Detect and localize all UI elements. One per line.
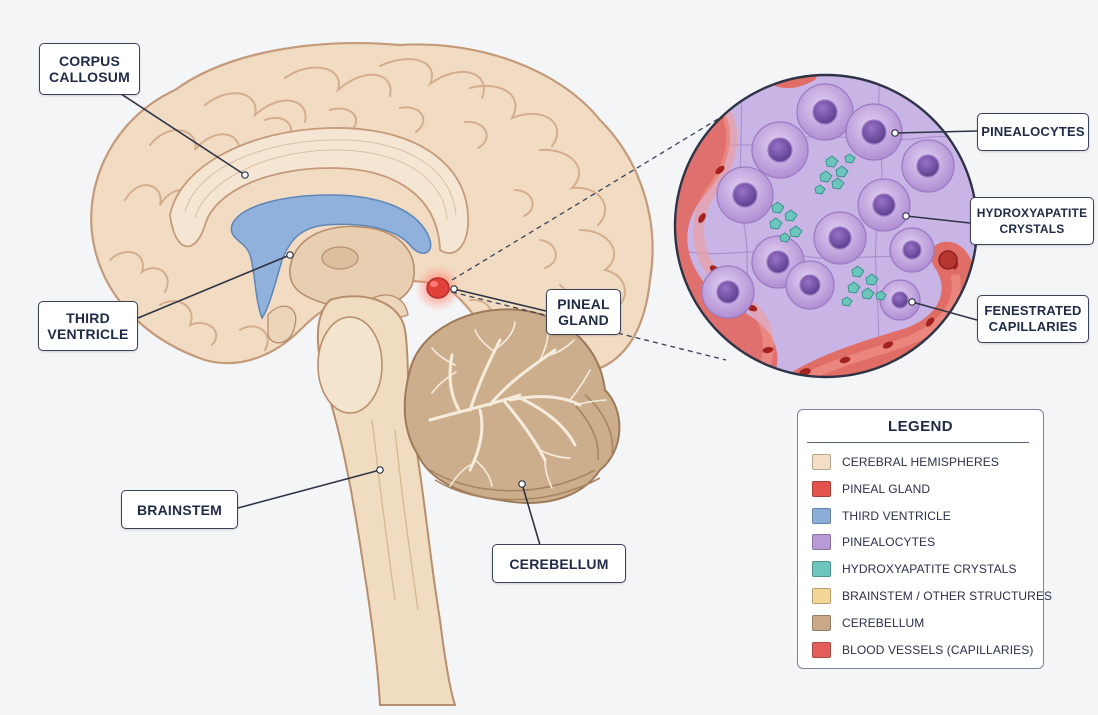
label-hydroxyapatite-crystals: HYDROXYAPATITE CRYSTALS <box>970 197 1094 245</box>
legend-item: PINEALOCYTES <box>812 533 935 551</box>
label-fenestrated-capillaries: FENESTRATED CAPILLARIES <box>977 295 1089 343</box>
legend-item: PINEAL GLAND <box>812 480 930 498</box>
legend-label: PINEAL GLAND <box>842 482 930 496</box>
label-text: CORPUS <box>59 53 120 69</box>
label-text: CEREBELLUM <box>509 556 608 572</box>
legend-label: THIRD VENTRICLE <box>842 509 951 523</box>
legend-swatch <box>812 454 831 470</box>
label-text: CALLOSUM <box>49 69 130 85</box>
legend-swatch <box>812 642 831 658</box>
label-corpus-callosum: CORPUS CALLOSUM <box>39 43 140 95</box>
label-text: HYDROXYAPATITE <box>977 205 1088 221</box>
label-brainstem: BRAINSTEM <box>121 490 238 529</box>
label-cerebellum: CEREBELLUM <box>492 544 626 583</box>
legend-title: LEGEND <box>798 418 1043 435</box>
legend-swatch <box>812 508 831 524</box>
legend-divider <box>807 442 1029 443</box>
legend-swatch <box>812 615 831 631</box>
legend-item: BLOOD VESSELS (CAPILLARIES) <box>812 641 1033 659</box>
legend-label: PINEALOCYTES <box>842 535 935 549</box>
label-text: FENESTRATED <box>984 303 1081 319</box>
legend-label: BRAINSTEM / OTHER STRUCTURES <box>842 589 1052 603</box>
label-text: PINEAL <box>557 296 610 312</box>
label-text: CAPILLARIES <box>989 319 1078 335</box>
legend-item: CEREBRAL HEMISPHERES <box>812 453 999 471</box>
legend: LEGEND CEREBRAL HEMISPHERES PINEAL GLAND T… <box>797 409 1044 669</box>
legend-swatch <box>812 534 831 550</box>
legend-item: BRAINSTEM / OTHER STRUCTURES <box>812 587 1052 605</box>
label-pinealocytes: PINEALOCYTES <box>977 113 1089 151</box>
label-text: PINEALOCYTES <box>981 124 1085 140</box>
magnified-view <box>670 70 990 397</box>
legend-label: HYDROXYAPATITE CRYSTALS <box>842 562 1017 576</box>
label-text: BRAINSTEM <box>137 502 222 518</box>
legend-label: CEREBELLUM <box>842 616 924 630</box>
legend-item: HYDROXYAPATITE CRYSTALS <box>812 560 1017 578</box>
legend-swatch <box>812 481 831 497</box>
legend-item: CEREBELLUM <box>812 614 924 632</box>
label-text: THIRD <box>66 310 110 326</box>
legend-item: THIRD VENTRICLE <box>812 507 951 525</box>
label-text: VENTRICLE <box>47 326 128 342</box>
label-pineal-gland: PINEAL GLAND <box>546 289 621 335</box>
legend-swatch <box>812 588 831 604</box>
label-third-ventricle: THIRD VENTRICLE <box>38 301 138 351</box>
label-text: GLAND <box>558 312 609 328</box>
legend-label: CEREBRAL HEMISPHERES <box>842 455 999 469</box>
label-text: CRYSTALS <box>1000 221 1065 237</box>
legend-swatch <box>812 561 831 577</box>
legend-label: BLOOD VESSELS (CAPILLARIES) <box>842 643 1033 657</box>
